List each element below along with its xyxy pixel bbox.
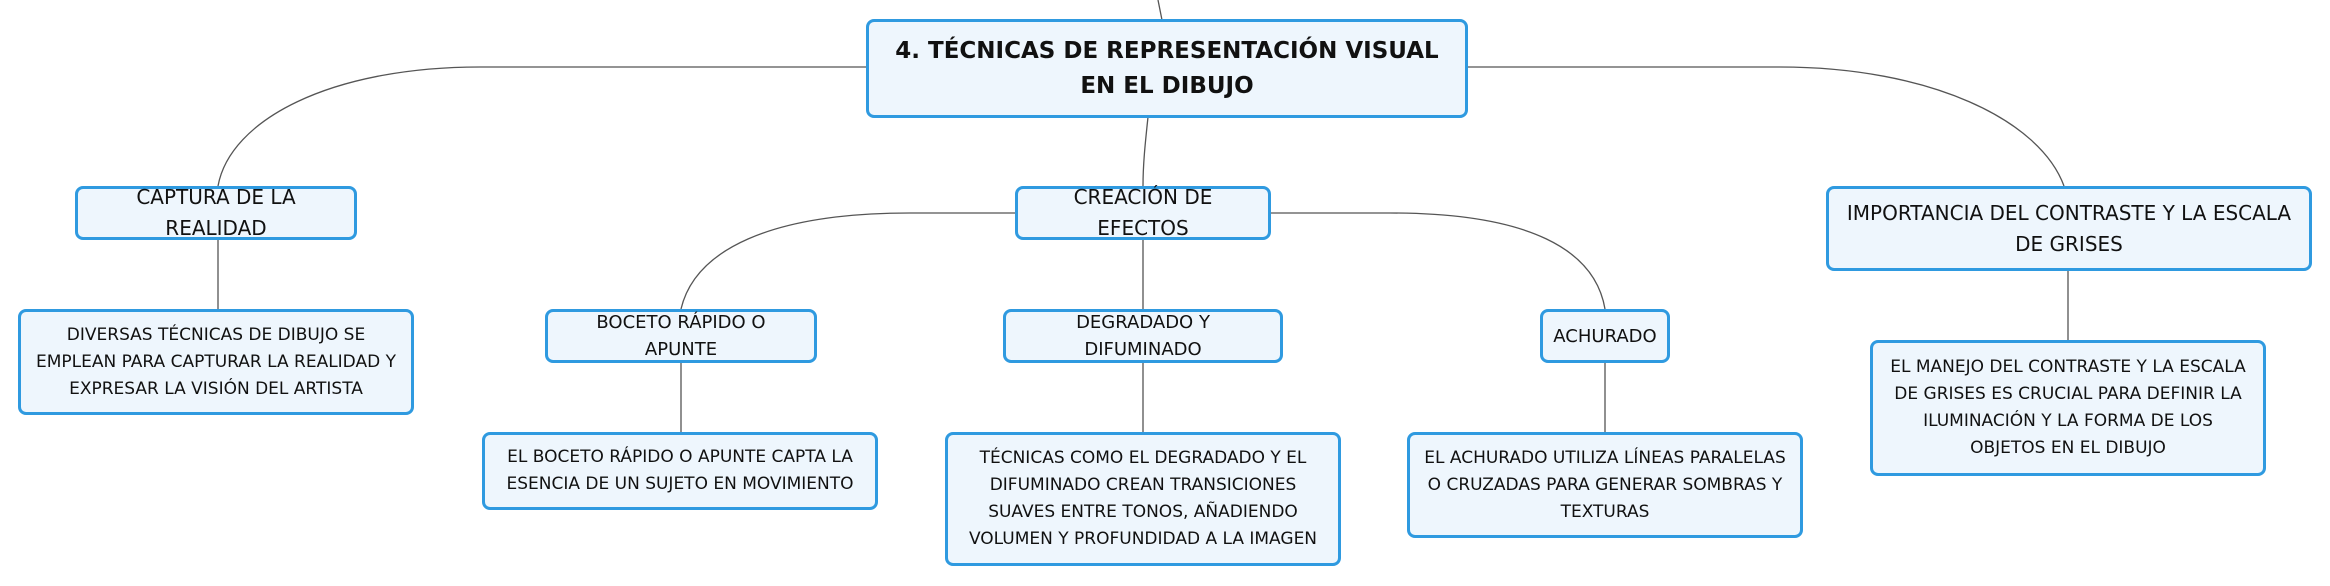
connector-root-captura xyxy=(217,66,868,187)
root-topic[interactable]: 4. TÉCNICAS DE REPRESENTACIÓN VISUAL EN … xyxy=(866,19,1468,118)
connector-creacion-boceto xyxy=(680,212,1017,310)
subtopic-label: BOCETO RÁPIDO O APUNTE xyxy=(596,312,766,360)
topic-captura-de-la-realidad[interactable]: CAPTURA DE LA REALIDAD xyxy=(75,185,357,240)
detail-text: EL MANEJO DEL CONTRASTE Y LA ESCALA DE G… xyxy=(1890,357,2246,458)
detail-degradado-y-difuminado[interactable]: TÉCNICAS COMO EL DEGRADADO Y EL DIFUMINA… xyxy=(945,432,1341,566)
detail-captura-de-la-realidad[interactable]: DIVERSAS TÉCNICAS DE DIBUJO SE EMPLEAN P… xyxy=(18,309,414,415)
topic-creacion-de-efectos[interactable]: CREACIÓN DE EFECTOS xyxy=(1015,185,1271,240)
detail-importancia-del-contraste[interactable]: EL MANEJO DEL CONTRASTE Y LA ESCALA DE G… xyxy=(1870,340,2266,476)
detail-text: EL BOCETO RÁPIDO O APUNTE CAPTA LA ESENC… xyxy=(506,447,854,494)
topic-label: IMPORTANCIA DEL CONTRASTE Y LA ESCALA DE… xyxy=(1846,200,2292,256)
detail-text: TÉCNICAS COMO EL DEGRADADO Y EL DIFUMINA… xyxy=(968,448,1318,549)
subtopic-achurado[interactable]: ACHURADO xyxy=(1540,309,1670,363)
subtopic-label: DEGRADADO Y DIFUMINADO xyxy=(1076,312,1210,360)
topic-label: CREACIÓN DE EFECTOS xyxy=(1073,185,1213,240)
root-topic-label: 4. TÉCNICAS DE REPRESENTACIÓN VISUAL EN … xyxy=(895,37,1439,99)
subtopic-degradado-y-difuminado[interactable]: DEGRADADO Y DIFUMINADO xyxy=(1003,309,1283,363)
detail-achurado[interactable]: EL ACHURADO UTILIZA LÍNEAS PARALELAS O C… xyxy=(1407,432,1803,538)
connector-creacion-achurado xyxy=(1270,212,1606,310)
topic-label: CAPTURA DE LA REALIDAD xyxy=(136,185,296,240)
subtopic-boceto-rapido[interactable]: BOCETO RÁPIDO O APUNTE xyxy=(545,309,817,363)
detail-text: EL ACHURADO UTILIZA LÍNEAS PARALELAS O C… xyxy=(1424,447,1786,522)
connector-root-importancia xyxy=(1466,66,2065,187)
detail-boceto-rapido[interactable]: EL BOCETO RÁPIDO O APUNTE CAPTA LA ESENC… xyxy=(482,432,878,510)
detail-text: DIVERSAS TÉCNICAS DE DIBUJO SE EMPLEAN P… xyxy=(36,324,396,399)
topic-importancia-del-contraste[interactable]: IMPORTANCIA DEL CONTRASTE Y LA ESCALA DE… xyxy=(1826,186,2312,271)
subtopic-label: ACHURADO xyxy=(1553,325,1657,347)
connector-root-creacion xyxy=(1142,116,1149,187)
connector-parent-root xyxy=(1157,0,1163,21)
